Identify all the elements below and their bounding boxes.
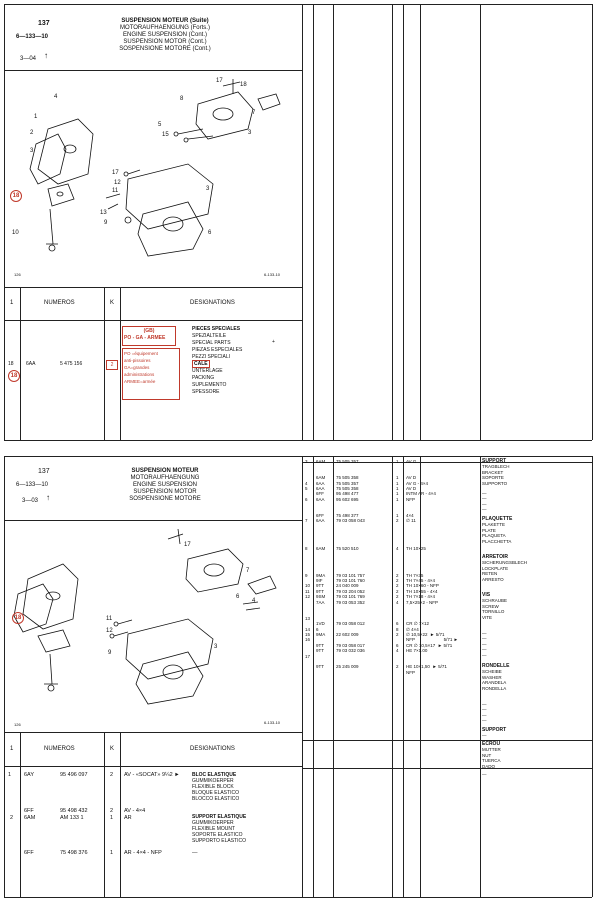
svg-text:3: 3: [206, 186, 210, 192]
highlight-callout: 18: [12, 612, 24, 624]
list-designation: RONDELLE SCHEIBE WASHER ARANDELA RONDELL…: [482, 663, 510, 691]
svg-text:5: 5: [158, 122, 162, 128]
table-row-qty: 2 1: [110, 808, 114, 821]
page-number: 137: [38, 468, 50, 475]
row-tick: +: [272, 339, 275, 345]
svg-text:1: 1: [34, 114, 38, 120]
list-variant-column: 6AM 6AM 6AA 6AA 6FF 6AA 6FF 6AA 6AM 9MA …: [316, 459, 326, 670]
exploded-parts-diagram: 4 1 2 3 10 17 18 8 5 15 7 3 17 12 11 3 1…: [12, 78, 281, 277]
col-header-designations: DESIGNATIONS: [190, 300, 235, 306]
svg-text:6-133-10: 6-133-10: [264, 272, 281, 277]
date-code: 3—04: [20, 56, 37, 62]
svg-text:11: 11: [112, 188, 119, 194]
list-designation: — — — —: [482, 702, 487, 724]
table-row-variant: 6FF: [24, 850, 34, 856]
list-designation: ECROU MUTTER NUT TUERCA DADO: [482, 741, 501, 769]
table-row-designations: BLOC ELASTIQUE GUMMIKOERPER FLEXIBLE BLO…: [192, 772, 240, 802]
list-designation: ARRETOIR SICHERUNGSBLECH LOCKPLATE RETEN…: [482, 554, 528, 582]
svg-text:15: 15: [162, 132, 169, 138]
row-ref: 18: [8, 361, 14, 367]
table-row-ref: 1: [8, 772, 12, 778]
svg-text:2: 2: [30, 130, 34, 136]
exploded-parts-diagram: 17 7 6 4 11 12 9 3 126 6-133-10: [13, 528, 281, 727]
list-designation: VIS SCHRAUBE SCREW TORNILLO VITE: [482, 592, 508, 620]
svg-text:4: 4: [252, 598, 256, 604]
list-designation: PLAQUETTE PLAKETTE PLATE PLAQUETA PLACCH…: [482, 516, 513, 544]
svg-text:6: 6: [208, 230, 212, 236]
group-code: 6—133—10: [16, 34, 49, 40]
svg-text:17: 17: [112, 170, 119, 176]
svg-text:18: 18: [240, 82, 247, 88]
svg-text:3: 3: [214, 644, 218, 650]
list-qty-column: 1 1 1 1 1 1 1 2 4 2 2 2 2 2 4 6 8 2 6 4 …: [396, 459, 399, 670]
list-designation: SUPPORT —: [482, 727, 507, 739]
list-designation: — — — — —: [482, 631, 487, 658]
row-qty: 2: [106, 360, 118, 370]
row-highlight-callout: 18: [8, 370, 20, 382]
up-arrow-icon: ↑: [46, 493, 50, 502]
svg-text:7: 7: [246, 568, 250, 574]
col-header-k: K: [110, 746, 115, 752]
col-header-numeros: NUMEROS: [44, 300, 75, 306]
variant-note: PO =équipement anti-pissoires GA=grandes…: [122, 348, 180, 400]
col-header-ref: 1: [10, 300, 14, 306]
svg-text:6: 6: [236, 594, 240, 600]
table-row-qty: 1: [110, 850, 114, 856]
up-arrow-icon: ↑: [44, 51, 48, 60]
table-row-detail: AV - «SOCAT» 9¼2 ►: [124, 772, 180, 778]
table-row-qty: 2: [110, 772, 114, 778]
table-row-designations: SUPPORT ELASTIQUE GUMMIKOERPER FLEXIBLE …: [192, 814, 247, 844]
highlight-callout: 18: [10, 190, 22, 202]
col-header-designations: DESIGNATIONS: [190, 746, 235, 752]
table-row-number: 95 496 097: [60, 772, 88, 778]
date-code: 3—03: [22, 498, 39, 504]
list-designation: — — — —: [482, 491, 487, 513]
variant-box: (GB) PO - GA - ARMEE: [122, 326, 176, 346]
svg-text:13: 13: [100, 210, 107, 216]
row-designations: PIECES SPECIALES SPEZIALTEILE SPECIAL PA…: [192, 326, 243, 395]
svg-text:12: 12: [114, 180, 121, 186]
col-header-ref: 1: [10, 746, 14, 752]
table-row-designations: —: [192, 850, 198, 856]
svg-text:12: 12: [106, 628, 113, 634]
table-row-number: 75 498 376: [60, 850, 88, 856]
svg-text:10: 10: [12, 230, 19, 236]
page-number: 137: [38, 20, 50, 27]
svg-text:3: 3: [248, 130, 252, 136]
row-variant: 6AA: [26, 361, 36, 367]
list-ref-column: 3 4 5 6 7 8 9 10 11 12 13 14 15 16 17: [305, 459, 311, 659]
table-row-detail: AR - 4×4 - NFP: [124, 850, 162, 856]
diagram-callout: 4: [54, 94, 58, 100]
sheet-title: SUSPENSION MOTEUR MOTORAUFHAENGUNG ENGIN…: [129, 468, 201, 502]
svg-text:126: 126: [14, 722, 21, 727]
svg-text:11: 11: [106, 616, 113, 622]
list-designation: SUPPORT TRAGBLECH BRACKET SOPORTE SUPPOR…: [482, 458, 510, 486]
table-row-variant: 6FF 6AM: [24, 808, 36, 821]
col-header-k: K: [110, 300, 115, 306]
row-part-number: 5 475 156: [60, 361, 83, 367]
svg-text:9: 9: [108, 650, 112, 656]
table-row-detail: AV - 4×4 AR: [124, 808, 146, 821]
table-row-number: 95 498 432 AM 133 1: [60, 808, 88, 821]
col-header-numeros: NUMEROS: [44, 746, 75, 752]
svg-text:7: 7: [252, 110, 256, 116]
list-number-column: 75 505 357 75 505 358 75 505 357 75 505 …: [336, 459, 365, 670]
list-designation: —: [482, 772, 487, 777]
svg-text:126: 126: [14, 272, 21, 277]
table-row-ref: 2: [10, 815, 14, 821]
svg-text:8: 8: [180, 96, 184, 102]
svg-text:3: 3: [30, 148, 34, 154]
svg-text:9: 9: [104, 220, 108, 226]
svg-text:17: 17: [184, 542, 191, 548]
list-detail-column: AV G AV D AV G - 4×4 AV D INTM AR - 4×4 …: [406, 459, 459, 675]
svg-text:17: 17: [216, 78, 223, 84]
svg-text:6-133-10: 6-133-10: [264, 720, 281, 725]
group-code: 6—133—10: [16, 482, 49, 488]
table-row-variant: 6AY: [24, 772, 34, 778]
sheet-title: SUSPENSION MOTEUR (Suite) MOTORAUFHAENGU…: [119, 18, 211, 52]
